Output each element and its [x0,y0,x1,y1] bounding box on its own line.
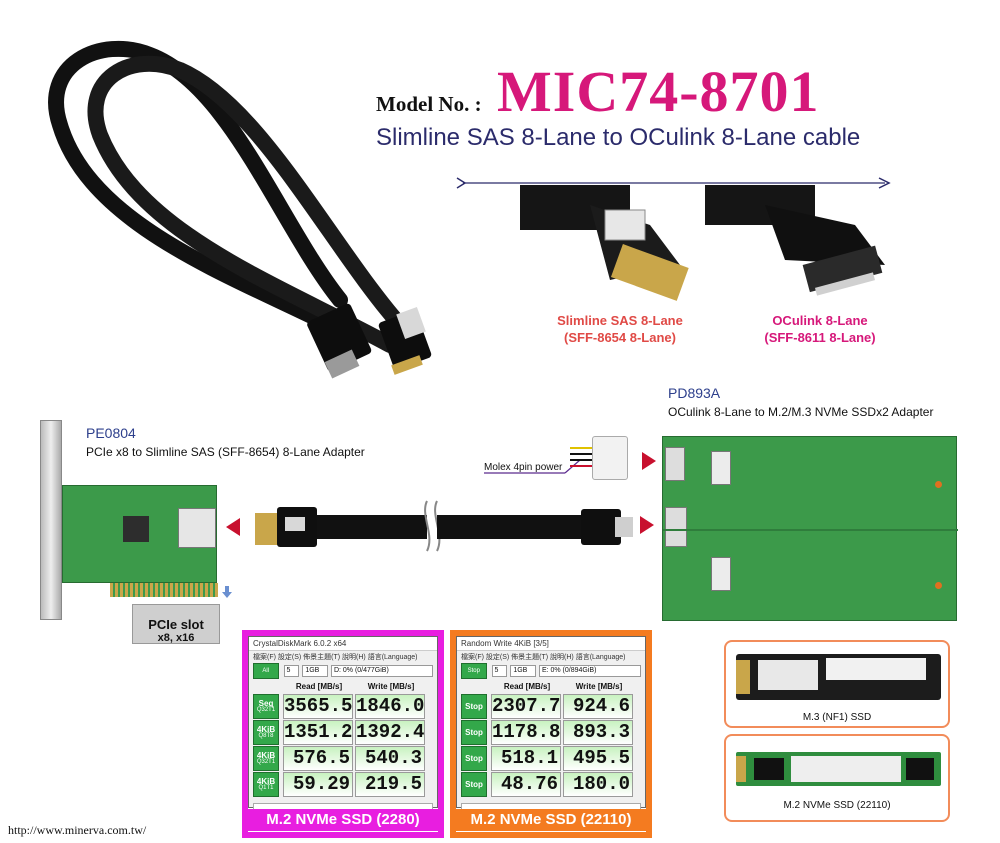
write-header: Write [MB/s] [575,681,623,691]
oculink-port [665,507,687,547]
left-adapter-description: PCIe x8 to Slimline SAS (SFF-8654) 8-Lan… [86,445,365,459]
window-title: CrystalDiskMark 6.0.2 x64 [249,637,437,651]
read-header: Read [MB/s] [503,681,551,691]
stop-button[interactable]: Stop [461,663,487,679]
m2-slot-2 [711,557,731,591]
read-value: 1351.2 [283,720,353,745]
write-header: Write [MB/s] [367,681,415,691]
write-value: 219.5 [355,772,425,797]
read-value: 518.1 [491,746,561,771]
oculink-connector-photo [705,185,885,296]
right-adapter-code: PD893A [668,385,721,401]
benchmark-row: Stop 1178.8 893.3 [457,720,645,745]
benchmark-22110-caption: M.2 NVMe SSD (22110) [456,809,646,831]
benchmark-2280-frame: CrystalDiskMark 6.0.2 x64 檔案(F) 設定(S) 佈景… [242,630,444,838]
right-red-arrow-icon [640,516,654,534]
drive-select[interactable]: D: 0% (0/477GiB) [330,665,433,677]
straight-cable-photo [255,500,633,552]
chip [123,516,149,542]
down-arrow-icon [222,586,232,598]
benchmark-2280-caption: M.2 NVMe SSD (2280) [248,809,438,831]
pe0804-board [62,485,217,583]
benchmark-row: Stop 48.76 180.0 [457,772,645,797]
benchmark-row: Stop 518.1 495.5 [457,746,645,771]
window-menu[interactable]: 檔案(F) 設定(S) 佈景主題(T) 說明(H) 語言(Language) [253,654,418,661]
pcie-slot-sub: x8, x16 [157,632,195,644]
write-value: 924.6 [563,694,633,719]
all-button[interactable]: All [253,663,279,679]
read-value: 2307.7 [491,694,561,719]
m3-ssd-image [736,654,941,700]
cable-coil-photo [48,40,432,379]
write-value: 180.0 [563,772,633,797]
left-adapter-code: PE0804 [86,425,136,441]
oculink-connector-name: OCulink 8-Lane [772,313,868,328]
sas-connector-spec: (SFF-8654 8-Lane) [564,330,676,345]
benchmark-2280-window: CrystalDiskMark 6.0.2 x64 檔案(F) 設定(S) 佈景… [248,636,438,815]
write-value: 1392.4 [355,720,425,745]
size-select[interactable]: 1GB [510,665,536,677]
molex-red-arrow-icon [642,452,656,470]
stop-button[interactable]: Stop [461,746,487,771]
m2-ssd-panel: M.2 NVMe SSD (22110) [724,734,950,822]
molex-power-label: Molex 4pin power [484,462,563,473]
pcie-bracket [40,420,62,620]
write-value: 495.5 [563,746,633,771]
stop-button[interactable]: Stop [461,720,487,745]
window-title: Random Write 4KiB [3/5] [457,637,645,651]
direction-arrow-line [456,177,891,189]
read-value: 59.29 [283,772,353,797]
read-value: 1178.8 [491,720,561,745]
drive-select[interactable]: E: 0% (0/894GiB) [538,665,641,677]
pd893a-board [662,436,958,621]
model-number: MIC74-8701 [497,59,820,124]
read-value: 3565.5 [283,694,353,719]
count-select[interactable]: 5 [491,665,508,677]
sas-connector-label: Slimline SAS 8-Lane (SFF-8654 8-Lane) [540,312,700,346]
oculink-connector-spec: (SFF-8611 8-Lane) [764,330,876,345]
molex-wires [484,447,595,474]
website-url[interactable]: http://www.minerva.com.tw/ [8,823,147,837]
m2-ssd-caption: M.2 NVMe SSD (22110) [783,800,891,811]
left-red-arrow-icon [226,518,240,536]
write-value: 1846.0 [355,694,425,719]
benchmark-22110-window: Random Write 4KiB [3/5] 檔案(F) 設定(S) 佈景主題… [456,636,646,815]
sff8654-port [178,508,216,548]
benchmark-22110-frame: Random Write 4KiB [3/5] 檔案(F) 設定(S) 佈景主題… [450,630,652,838]
read-header: Read [MB/s] [295,681,343,691]
pcie-gold-fingers [110,583,218,597]
slimline-sas-connector-photo [520,185,689,301]
benchmark-row: Stop 2307.7 924.6 [457,694,645,719]
read-value: 48.76 [491,772,561,797]
write-value: 540.3 [355,746,425,771]
molex-connector [592,436,628,480]
sas-connector-name: Slimline SAS 8-Lane [557,313,683,328]
count-select[interactable]: 5 [283,665,300,677]
write-value: 893.3 [563,720,633,745]
read-value: 576.5 [283,746,353,771]
stop-button[interactable]: Stop [461,772,487,797]
pcie-slot-title: PCIe slot [148,617,204,632]
oculink-connector-label: OCulink 8-Lane (SFF-8611 8-Lane) [740,312,900,346]
power-header [665,447,685,481]
pcie-slot-box: PCIe slot x8, x16 [132,604,220,644]
window-menu[interactable]: 檔案(F) 設定(S) 佈景主題(T) 說明(H) 語言(Language) [461,654,626,661]
size-select[interactable]: 1GB [302,665,328,677]
stop-button[interactable]: Stop [461,694,487,719]
right-adapter-description: OCulink 8-Lane to M.2/M.3 NVMe SSDx2 Ada… [668,405,934,419]
m3-ssd-caption: M.3 (NF1) SSD [802,712,872,723]
m3-ssd-panel: M.3 (NF1) SSD [724,640,950,728]
m2-slot-1 [711,451,731,485]
m2-ssd-image [736,752,941,786]
model-label: Model No. : [376,92,482,116]
product-subtitle: Slimline SAS 8-Lane to OCulink 8-Lane ca… [376,124,861,151]
